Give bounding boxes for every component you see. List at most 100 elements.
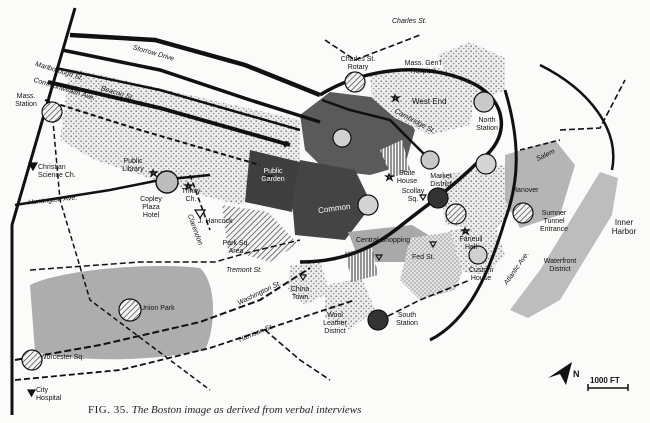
union-park-node xyxy=(118,298,142,322)
label-inner-harbor: Inner Harbor xyxy=(611,218,637,236)
hatched-area-north xyxy=(380,140,410,178)
faneuil-node xyxy=(445,203,467,225)
landmark-triangle-icon xyxy=(298,274,308,282)
wool-leather-district xyxy=(325,278,375,330)
label-city-hospital: City Hospital xyxy=(36,387,62,402)
label-central-shopping: Central Shopping xyxy=(356,237,411,244)
label-market-district: Market District xyxy=(430,173,452,188)
paths xyxy=(10,7,626,415)
landmark-triangle-icon xyxy=(263,175,274,184)
cambridge-node xyxy=(420,150,440,170)
nodes xyxy=(21,71,534,371)
east-boston-path xyxy=(559,79,626,131)
label-fed-st: Fed St. xyxy=(412,254,435,261)
commonwealth-ave-path xyxy=(47,80,291,147)
back-bay-district xyxy=(60,68,300,205)
dock-sq-node xyxy=(475,153,497,175)
china-town-district xyxy=(288,262,330,305)
label-j-hancock: J. Hancock xyxy=(198,218,233,225)
label-park-sq-area: Park Sq. Area xyxy=(222,240,250,255)
label-custom-house: Custom House xyxy=(468,267,494,282)
charles-st-path xyxy=(324,34,421,61)
park-sq-area-district xyxy=(222,205,298,262)
label-mass-station: Mass. Station xyxy=(15,93,37,108)
washington-st-path xyxy=(14,267,311,361)
landmark-star-icon xyxy=(460,226,471,236)
landmark-triangle-icon xyxy=(418,194,428,202)
label-copley-plaza: Copley Plaza Hotel xyxy=(140,196,162,219)
atlantic-ave-path xyxy=(429,89,518,342)
landmark-triangle-icon xyxy=(193,209,207,220)
worcester-sq-node xyxy=(21,349,43,371)
north-arrow-icon xyxy=(548,362,572,385)
waterfront-district xyxy=(510,172,618,318)
figure-title: The Boston image as derived from verbal … xyxy=(131,404,362,416)
lower-boundary-path xyxy=(264,329,331,381)
north-station-node xyxy=(473,91,495,113)
landmark-triangle-icon xyxy=(26,389,37,398)
label-wool-leather: Wool Leather District xyxy=(323,312,347,335)
mass-station-node xyxy=(41,101,63,123)
label-worcester-sq: Worcester Sq. xyxy=(40,354,85,361)
scollay-sq-node xyxy=(427,187,449,209)
label-faneuil-hall: Faneuil Hall xyxy=(459,236,483,251)
marlborough-path xyxy=(55,66,301,132)
salem-path xyxy=(519,139,561,151)
landmark-triangle-icon xyxy=(27,162,39,172)
charles-st-rotary-node xyxy=(344,71,366,93)
beacon-hill-node xyxy=(332,128,352,148)
landmark-star-icon xyxy=(148,168,159,178)
label-trinity-ch: Trinity Ch. xyxy=(181,188,201,203)
common-district xyxy=(292,160,372,240)
south-station-path xyxy=(379,279,471,321)
districts xyxy=(30,42,618,360)
public-garden-district xyxy=(245,150,300,212)
landmark-triangle-icon xyxy=(374,254,384,262)
label-tremont-st: Tremont St. xyxy=(226,267,263,274)
huntington-ave-path xyxy=(14,173,211,207)
label-north-station: North Station xyxy=(476,117,498,132)
landmark-star-icon xyxy=(384,172,395,182)
custom-house-node xyxy=(468,245,488,265)
label-public-garden: Public Garden xyxy=(261,168,285,183)
clarendon-path xyxy=(189,174,211,231)
scale-bar xyxy=(587,384,629,391)
beacon-st-path xyxy=(61,48,321,124)
label-charles-st-rotary: Charles St. Rotary xyxy=(340,56,376,71)
label-scollay-sq: Scollay Sq. xyxy=(401,188,425,203)
boylston-path xyxy=(44,99,261,166)
cambridge-st-path xyxy=(321,98,431,161)
label-china-town: China Town xyxy=(290,286,310,301)
label-christian-science-ch: Christian Science Ch. xyxy=(38,164,76,179)
landmark-triangle-icon xyxy=(280,141,290,149)
fed-st-district xyxy=(400,232,468,300)
south-station-node xyxy=(367,309,389,331)
label-public-library: Public Library xyxy=(122,158,144,173)
figure-caption: FIG. 35. The Boston image as derived fro… xyxy=(88,404,608,416)
north-label: N xyxy=(573,369,580,379)
label-mass-genl-hospital: Mass. Gen'l Hospital xyxy=(404,60,442,75)
label-south-station: South Station xyxy=(396,312,418,327)
label-west-end: West End xyxy=(412,97,447,106)
figure-number: FIG. 35. xyxy=(88,404,129,416)
scale-label: 1000 FT xyxy=(590,376,620,385)
hatched-area-central xyxy=(345,248,378,282)
landmark-triangle-icon xyxy=(428,241,438,249)
label-hanover: Hanover xyxy=(512,187,539,194)
outer-boundary-path xyxy=(10,7,77,415)
label-waterfront-district: Waterfront District xyxy=(543,258,577,273)
label-union-park: Union Park xyxy=(140,305,175,312)
landmark-star-icon xyxy=(390,93,401,103)
west-end-district xyxy=(370,68,475,135)
harrison-st-path xyxy=(14,299,356,381)
storrow-drive-path xyxy=(69,32,321,98)
landmark-star-icon xyxy=(183,181,194,191)
copley-sq-node xyxy=(155,170,179,194)
tremont-st-path xyxy=(29,239,301,271)
label-charles-st: Charles St. xyxy=(392,18,427,25)
label-state-house: State House xyxy=(396,170,418,185)
north-end-district xyxy=(438,42,505,100)
label-sumner-tunnel: Sumner Tunnel Entrance xyxy=(539,210,569,233)
